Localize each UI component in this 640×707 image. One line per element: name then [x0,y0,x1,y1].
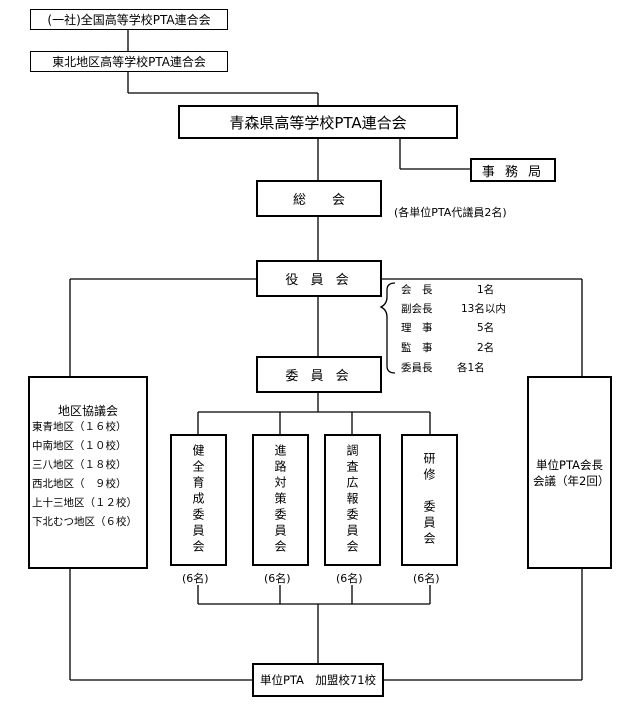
officer-role: 委員長 [401,362,433,374]
officer-row: 会 長 1名 [401,282,494,297]
officer-role: 会 長 [401,284,433,296]
committee-career-count: (6名) [264,572,291,585]
national-pta-label: (一社)全国高等学校PTA連合会 [47,13,211,27]
district-item: 東青地区（１６校） [32,421,127,433]
committee-training-box: 研修 委員会 [401,434,458,566]
committee-training-label: 研修 委員会 [422,452,436,548]
officer-row: 副会長 13名以内 [401,301,506,316]
committee-research-label: 調査広報委員会 [345,444,359,556]
district-item: 三八地区（１８校） [32,459,127,471]
district-item: 上十三地区（１２校） [32,497,137,509]
committee-health-label: 健全育成委員会 [191,444,205,556]
general-assembly-note: (各単位PTA代議員2名) [394,206,507,219]
officer-row: 委員長 各1名 [401,360,485,375]
unit-chairs-label: 単位PTA会長会議（年2回） [533,457,610,488]
officer-count: 各1名 [457,362,485,374]
committee-career-box: 進路対策委員会 [252,434,309,566]
officer-count: 5名 [477,322,495,334]
district-list: 東青地区（１６校） 中南地区（１０校） 三八地区（１８校） 西北地区（ ９校） … [32,418,137,532]
officer-row: 監 事 2名 [401,340,494,355]
officer-count: 13名以内 [461,303,506,315]
officer-role: 監 事 [401,342,433,354]
committee-box: 委 員 会 [256,356,382,393]
secretariat-box: 事 務 局 [470,158,556,182]
committee-health-box: 健全育成委員会 [170,434,227,566]
committee-research-box: 調査広報委員会 [324,434,381,566]
officer-row: 理 事 5名 [401,320,494,335]
aomori-pta-box: 青森県高等学校PTA連合会 [178,105,458,139]
district-council-title: 地区協議会 [57,404,118,418]
officers-meeting-box: 役 員 会 [256,260,382,297]
officer-count: 1名 [477,284,495,296]
district-item: 下北むつ地区（６校） [32,516,137,528]
officer-count: 2名 [477,342,495,354]
tohoku-pta-label: 東北地区高等学校PTA連合会 [52,55,206,69]
unit-chairs-box: 単位PTA会長会議（年2回） [527,376,612,569]
tohoku-pta-box: 東北地区高等学校PTA連合会 [30,51,228,72]
general-assembly-label: 総 会 [292,193,345,208]
district-council-box: 地区協議会 東青地区（１６校） 中南地区（１０校） 三八地区（１８校） 西北地区… [28,376,148,569]
member-schools-label: 単位PTA 加盟校71校 [259,673,377,687]
committee-label: 委 員 会 [285,369,353,384]
committee-research-count: (6名) [336,572,363,585]
district-item: 西北地区（ ９校） [32,478,127,490]
district-item: 中南地区（１０校） [32,440,127,452]
officer-role: 理 事 [401,322,433,334]
committee-health-count: (6名) [182,572,209,585]
officer-role: 副会長 [401,303,433,315]
secretariat-label: 事 務 局 [481,164,545,180]
officers-meeting-label: 役 員 会 [285,273,353,288]
committee-training-count: (6名) [413,572,440,585]
member-schools-box: 単位PTA 加盟校71校 [252,663,384,697]
committee-career-label: 進路対策委員会 [273,444,287,556]
aomori-pta-label: 青森県高等学校PTA連合会 [229,113,407,132]
national-pta-box: (一社)全国高等学校PTA連合会 [30,9,228,30]
general-assembly-box: 総 会 [256,180,382,217]
